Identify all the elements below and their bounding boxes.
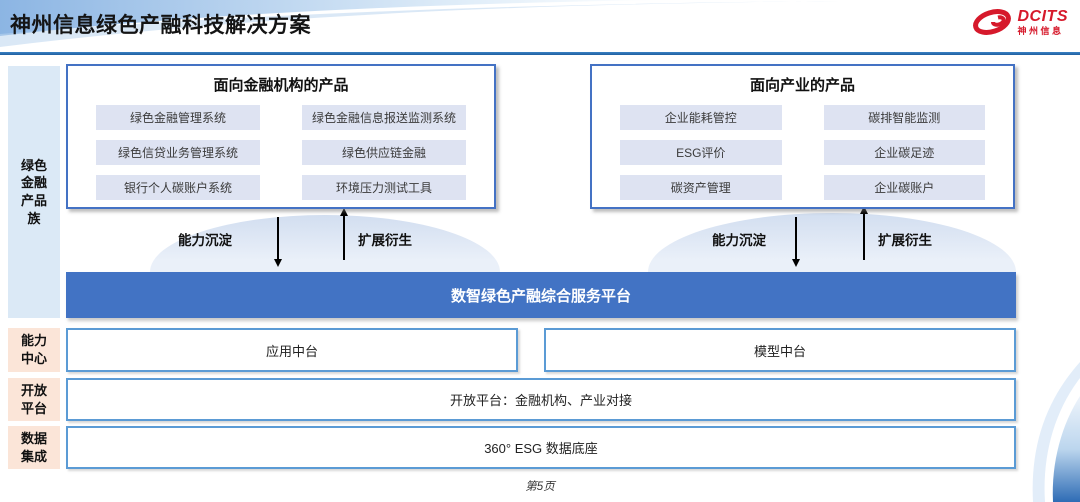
product-item: ESG评价 — [620, 140, 782, 165]
esg-data-base-box: 360° ESG 数据底座 — [66, 426, 1016, 469]
industry-box-title: 面向产业的产品 — [749, 77, 855, 94]
up-arrow-icon — [859, 206, 868, 260]
header-swoosh-decoration — [0, 0, 840, 47]
company-logo: DCITS 神州信息 — [971, 7, 1069, 37]
right-dome-decoration — [648, 213, 1016, 272]
product-item: 绿色金融管理系统 — [96, 105, 260, 130]
flow-label-extend-right: 扩展衍生 — [878, 233, 932, 248]
sidebar-label-open-platform: 开放 平台 — [8, 378, 60, 421]
product-item: 企业碳足迹 — [823, 140, 985, 165]
finance-products-box: 面向金融机构的产品 绿色金融管理系统 绿色金融信息报送监测系统 绿色信贷业务管理… — [66, 64, 496, 209]
open-platform-box: 开放平台：金融机构、产业对接 — [66, 378, 1016, 421]
product-item: 银行个人碳账户系统 — [96, 175, 260, 200]
flow-label-capability-left: 能力沉淀 — [178, 233, 232, 248]
flow-label-capability-right: 能力沉淀 — [712, 233, 766, 248]
logo-text: DCITS 神州信息 — [1017, 7, 1069, 36]
down-arrow-icon — [791, 217, 800, 267]
product-item: 碳资产管理 — [620, 175, 782, 200]
sidebar-label-product-family: 绿色 金融 产品 族 — [8, 66, 60, 318]
product-item: 企业能耗管控 — [620, 105, 782, 130]
logo-brand: DCITS — [1017, 7, 1068, 25]
finance-box-title: 面向金融机构的产品 — [213, 77, 349, 94]
industry-products-box: 面向产业的产品 企业能耗管控 碳排智能监测 ESG评价 企业碳足迹 碳资产管理 … — [590, 64, 1015, 209]
header-divider — [0, 52, 1080, 55]
app-middle-platform-box: 应用中台 — [66, 328, 518, 372]
product-item: 绿色供应链金融 — [302, 140, 466, 165]
dcits-swirl-icon — [972, 9, 1011, 35]
corner-swoosh-decoration — [1032, 362, 1080, 502]
product-item: 碳排智能监测 — [823, 105, 985, 130]
product-item: 企业碳账户 — [823, 175, 985, 200]
sidebar-label-capability-center: 能力 中心 — [8, 328, 60, 372]
logo-subbrand: 神州信息 — [1017, 25, 1064, 36]
sidebar-label-data-integration: 数据 集成 — [8, 426, 60, 469]
product-item: 绿色金融信息报送监测系统 — [302, 105, 466, 130]
up-arrow-icon — [339, 208, 348, 260]
model-middle-platform-box: 模型中台 — [544, 328, 1016, 372]
finance-products-grid: 绿色金融管理系统 绿色金融信息报送监测系统 绿色信贷业务管理系统 绿色供应链金融… — [68, 95, 494, 200]
page-title: 神州信息绿色产融科技解决方案 — [10, 14, 311, 37]
flow-label-extend-left: 扩展衍生 — [358, 233, 412, 248]
product-item: 环境压力测试工具 — [302, 175, 466, 200]
platform-bar: 数智绿色产融综合服务平台 — [66, 272, 1016, 318]
down-arrow-icon — [273, 217, 282, 267]
industry-products-grid: 企业能耗管控 碳排智能监测 ESG评价 企业碳足迹 碳资产管理 企业碳账户 — [592, 95, 1013, 200]
product-item: 绿色信贷业务管理系统 — [96, 140, 260, 165]
page-number: 第5页 — [525, 481, 555, 493]
